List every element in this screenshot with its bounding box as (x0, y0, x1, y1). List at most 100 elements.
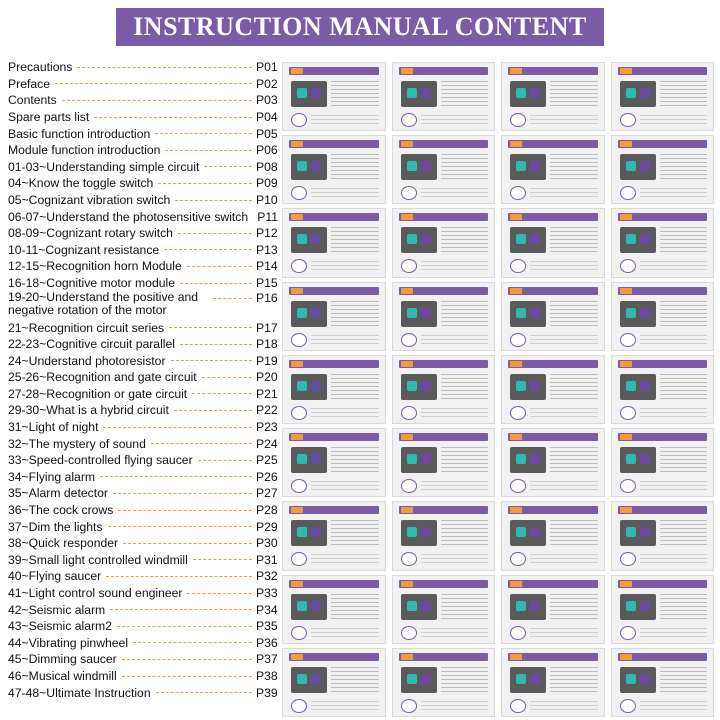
thumbnail-text-lines (331, 300, 379, 329)
thumbnail-number-tag (619, 68, 632, 74)
page-thumbnail (610, 208, 714, 278)
thumbnail-number-tag (291, 68, 303, 74)
thumbnail-text-lines (639, 407, 707, 420)
thumbnail-number-tag (619, 360, 632, 367)
thumbnail-text-lines (639, 481, 707, 494)
thumbnail-text-lines (550, 154, 598, 183)
thumbnail-text-lines (331, 81, 379, 109)
thumbnail-icon (619, 186, 636, 201)
thumbnail-circuit-image (400, 520, 437, 547)
thumbnail-circuit-image (291, 666, 327, 693)
thumbnail-circuit-image (619, 666, 656, 693)
page-thumbnail (391, 574, 495, 644)
thumbnail-text-lines (530, 334, 598, 347)
toc-leader-dashes (180, 282, 252, 284)
thumbnail-icon (291, 259, 307, 274)
page-thumbnail (501, 501, 605, 571)
toc-leader-dashes (121, 658, 252, 660)
page-thumbnail (391, 647, 495, 717)
toc-entry-page: P18 (256, 337, 278, 352)
page-thumbnail (610, 647, 714, 717)
page-thumbnail (282, 428, 386, 498)
toc-entry-title: Basic function introduction (8, 126, 151, 141)
toc-entry-title: 45~Dimming saucer (8, 652, 117, 667)
thumbnail-header-bar (508, 140, 598, 149)
thumbnail-icon (400, 479, 417, 494)
thumbnail-text-lines (530, 261, 598, 274)
thumbnail-number-tag (619, 580, 632, 587)
thumbnail-icon (510, 625, 526, 640)
thumbnail-text-lines (420, 700, 488, 713)
thumbnail-icon (400, 552, 417, 567)
toc-entry-title: 04~Know the toggle switch (8, 176, 154, 191)
page-thumbnail (282, 281, 386, 351)
thumbnail-text-lines (311, 334, 379, 347)
thumbnail-circuit-image (619, 447, 656, 474)
thumbnail-number-tag (510, 360, 522, 367)
thumbnail-circuit-image (510, 300, 546, 327)
page-thumbnail (501, 428, 605, 498)
toc-leader-dashes (116, 625, 252, 627)
toc-entry-title: 01-03~Understanding simple circuit (8, 159, 200, 174)
thumbnail-icon (291, 186, 307, 201)
thumbnail-text-lines (639, 554, 707, 567)
thumbnail-header-bar (398, 359, 488, 368)
toc-leader-dashes (158, 182, 252, 184)
toc-leader-dashes (155, 692, 252, 694)
thumbnail-number-tag (510, 68, 522, 74)
thumbnail-circuit-image (510, 666, 546, 693)
page-thumbnail (391, 62, 495, 132)
thumbnail-circuit-image (510, 81, 546, 107)
toc-entry-title: 34~Flying alarm (8, 469, 96, 484)
page-thumbnail (610, 281, 714, 351)
thumbnail-header-bar (289, 286, 379, 295)
page-thumbnail (610, 135, 714, 205)
toc-entry-title: 32~The mystery of sound (8, 436, 146, 451)
thumbnail-text-lines (639, 188, 707, 201)
thumbnail-text-lines (331, 227, 379, 256)
manual-title-banner: INSTRUCTION MANUAL CONTENT (116, 8, 604, 46)
page-thumbnail (282, 62, 386, 132)
thumbnail-text-lines (530, 188, 598, 201)
toc-leader-dashes (112, 493, 252, 495)
thumbnail-text-lines (311, 554, 379, 567)
toc-leader-dashes (110, 609, 252, 611)
thumbnail-text-lines (659, 666, 707, 695)
thumbnail-number-tag (510, 653, 522, 660)
toc-entry-title: 25-26~Recognition and gate circuit (8, 370, 197, 385)
toc-entry-page: P36 (256, 635, 278, 650)
page-thumbnail (501, 574, 605, 644)
toc-entry-page: P29 (256, 519, 278, 534)
toc-leader-dashes (177, 232, 252, 234)
thumbnail-icon (510, 552, 526, 567)
toc-leader-dashes (121, 675, 252, 677)
thumbnail-number-tag (291, 653, 303, 660)
toc-entry-page: P38 (256, 668, 278, 683)
toc-entry-title: 42~Seismic alarm (8, 602, 106, 617)
toc-leader-dashes (192, 393, 252, 395)
thumbnail-icon (291, 479, 307, 494)
toc-entry-page: P11 (257, 209, 278, 224)
toc-entry-title: 39~Small light controlled windmill (8, 552, 188, 567)
toc-leader-dashes (150, 443, 252, 445)
thumbnail-circuit-image (510, 520, 546, 547)
toc-entry-title: 43~Seismic alarm2 (8, 619, 112, 634)
thumbnail-header-bar (289, 652, 379, 661)
thumbnail-circuit-image (510, 227, 546, 254)
toc-entry-title: Preface (8, 76, 51, 91)
thumbnail-text-lines (420, 115, 488, 127)
toc-entry-page: P32 (256, 569, 278, 584)
page-thumbnail (391, 208, 495, 278)
toc-entry: 06-07~Understand the photosensitive swit… (8, 208, 278, 225)
toc-entry-title: Module function introduction (8, 143, 161, 158)
thumbnail-icon (619, 113, 636, 127)
thumbnail-circuit-image (291, 373, 327, 400)
toc-entry-page: P27 (256, 486, 278, 501)
toc-leader-dashes (94, 116, 252, 118)
